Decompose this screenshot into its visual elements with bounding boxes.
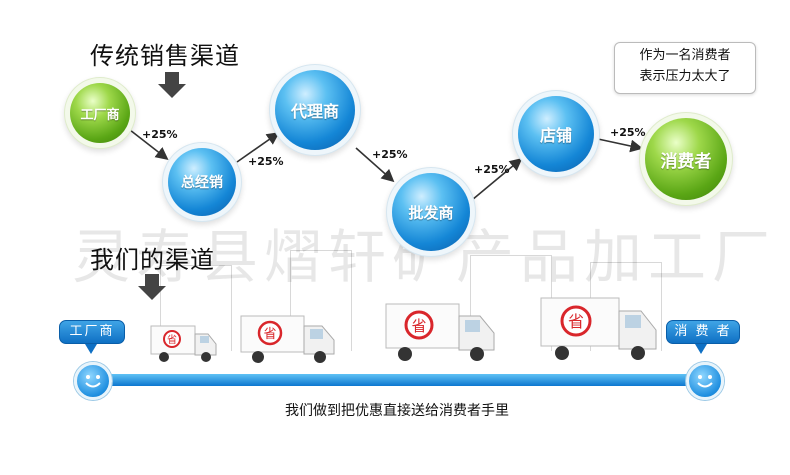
background-building <box>160 265 232 351</box>
our-channel-title: 我们的渠道 <box>90 246 215 274</box>
down-arrow-icon <box>158 72 186 98</box>
pointer-icon <box>695 344 707 354</box>
truck-icon: 省 <box>240 315 335 363</box>
truck-icon: 省 <box>150 325 217 362</box>
background-building <box>290 250 352 351</box>
smiley-face-icon <box>697 375 713 388</box>
smiley-face-icon <box>85 375 101 388</box>
truck-badge: 省 <box>411 317 426 335</box>
node-distributor-label: 总经销 <box>181 175 223 191</box>
direct-channel-track <box>92 374 712 386</box>
node-wholesaler: 批发商 <box>392 173 470 251</box>
node-store: 店铺 <box>518 96 594 172</box>
markup-label: +25% <box>372 148 408 161</box>
truck-badge: 省 <box>263 327 276 342</box>
node-store-label: 店铺 <box>539 126 572 145</box>
node-agent: 代理商 <box>275 70 355 150</box>
pointer-icon <box>85 344 97 354</box>
callout-line-1: 作为一名消费者 <box>639 48 731 63</box>
truck-badge: 省 <box>568 312 584 331</box>
markup-label: +25% <box>610 126 646 139</box>
smiley-icon <box>686 362 724 400</box>
callout-line-2: 表示压力太大了 <box>639 69 731 84</box>
markup-label: +25% <box>142 128 178 141</box>
truck-icon: 省 <box>540 297 657 360</box>
down-arrow-icon <box>138 274 166 300</box>
node-distributor: 总经销 <box>168 148 236 216</box>
node-agent-label: 代理商 <box>290 102 339 121</box>
node-consumer: 消费者 <box>645 118 727 200</box>
markup-label: +25% <box>474 163 510 176</box>
node-consumer-label: 消费者 <box>660 151 712 172</box>
truck-icon: 省 <box>385 303 495 361</box>
end-label-consumer: 消 费 者 <box>666 320 740 344</box>
node-factory-label: 工厂商 <box>80 107 120 123</box>
truck-badge: 省 <box>167 333 177 346</box>
node-wholesaler-label: 批发商 <box>408 203 454 222</box>
traditional-channel-title: 传统销售渠道 <box>90 42 240 70</box>
direct-channel-caption: 我们做到把优惠直接送给消费者手里 <box>285 403 509 419</box>
smiley-icon <box>74 362 112 400</box>
start-label-factory: 工厂商 <box>59 320 125 344</box>
markup-label: +25% <box>248 155 284 168</box>
node-factory: 工厂商 <box>70 83 130 143</box>
consumer-callout: 作为一名消费者 表示压力太大了 <box>614 42 756 94</box>
